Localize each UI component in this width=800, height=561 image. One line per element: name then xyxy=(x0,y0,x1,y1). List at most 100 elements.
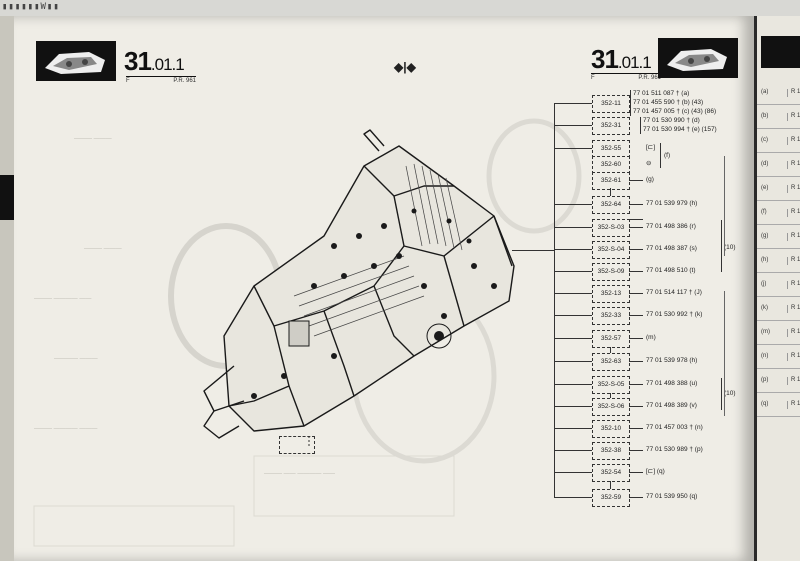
reference-text: 77 01 498 386 (r) xyxy=(646,223,696,230)
part-box: 352-38 xyxy=(592,442,630,460)
part-box: 352-10 xyxy=(592,420,630,438)
leader-line xyxy=(554,361,592,362)
reference-text: 77 01 530 989 † (p) xyxy=(646,446,703,453)
leader-line xyxy=(554,271,592,272)
ref-connector xyxy=(610,481,611,489)
ref-connector xyxy=(629,227,643,228)
ref-connector xyxy=(629,384,643,385)
index-row: (n)R 1 xyxy=(757,345,800,369)
section-meta-right: F P.R. 961 xyxy=(591,73,661,81)
index-row: (b)R 1 xyxy=(757,105,800,129)
reference-text: 77 01 530 990 † (d) xyxy=(643,117,700,124)
reference-text: 77 01 530 994 † (e) (157) xyxy=(643,126,717,133)
group-bracket xyxy=(719,220,722,272)
row-ref: R 1 xyxy=(787,401,800,409)
reference-text: 77 01 514 117 † (J) xyxy=(646,289,702,296)
section-sub: .01.1 xyxy=(617,53,652,72)
row-code: (c) xyxy=(761,137,768,143)
ref-connector xyxy=(629,271,643,272)
ghost-text: ——— ——— xyxy=(74,136,112,142)
part-box: 352-31 xyxy=(592,117,630,135)
margin-bracket xyxy=(724,156,725,256)
part-box: 352-S-03 xyxy=(592,219,630,237)
ghost-text: ——— —— ———— —— xyxy=(264,471,336,477)
row-ref: R 1 xyxy=(787,137,800,145)
reference-text: (m) xyxy=(646,334,656,341)
ref-connector xyxy=(629,315,643,316)
part-box: 352-S-05 xyxy=(592,376,630,394)
row-code: (m) xyxy=(761,329,770,335)
reference-text: [⊏] (q) xyxy=(646,468,665,475)
row-code: (d) xyxy=(761,161,769,167)
row-ref: R 1 xyxy=(787,209,800,217)
scan-top-strip: ▮▮▮▮▮▮W▮▮ xyxy=(0,0,800,16)
section-number-left: 31.01.1 xyxy=(124,46,185,77)
part-box: 352-59 xyxy=(592,489,630,507)
reference-text: 77 01 539 978 (h) xyxy=(646,357,698,364)
lang-code: F xyxy=(591,75,595,81)
reference-text: 77 01 457 005 † (c) (43) (86) xyxy=(633,108,717,115)
ref-connector xyxy=(629,219,643,220)
leader-line xyxy=(554,293,592,294)
group-label: (10) xyxy=(724,244,736,251)
reference-text: 77 01 498 510 (t) xyxy=(646,267,696,274)
reference-text: 77 01 498 387 (s) xyxy=(646,245,697,252)
row-ref: R 1 xyxy=(787,233,800,241)
ref-connector xyxy=(629,428,643,429)
index-row: (d) R 1 xyxy=(757,153,800,177)
margin-bracket xyxy=(724,291,725,416)
row-code: (n) xyxy=(761,353,769,359)
ref-connector xyxy=(629,472,643,473)
index-row: (c) R 1 xyxy=(757,129,800,153)
reference-text: 77 01 539 979 (h) xyxy=(646,200,698,207)
ref-connector xyxy=(629,180,643,181)
header-thumbnail-right xyxy=(658,38,738,78)
group-bracket xyxy=(719,378,722,410)
unnamed-part-placeholder xyxy=(279,436,315,454)
row-ref: R 1 xyxy=(787,161,800,169)
row-ref: R 1 xyxy=(787,89,800,97)
row-code: (f) xyxy=(761,209,767,215)
reference-text: 77 01 511 087 † (a) xyxy=(633,90,690,97)
leader-line xyxy=(554,406,592,407)
lang-code: F xyxy=(126,78,130,84)
leader-line xyxy=(554,497,592,498)
leader-line xyxy=(554,103,592,104)
reference-text: 77 01 457 003 † (n) xyxy=(646,424,703,431)
index-row: (p)R 1 xyxy=(757,369,800,393)
group-label: (f) xyxy=(664,152,671,159)
part-box: 352-S-09 xyxy=(592,263,630,281)
reference-text: 77 01 530 992 † (k) xyxy=(646,311,703,318)
section-main: 31 xyxy=(591,44,619,74)
ref-connector xyxy=(629,293,643,294)
row-code: (e) xyxy=(761,185,769,191)
index-row: (e)R 1 xyxy=(757,177,800,201)
adjacent-page: (a)R 1 (b)R 1 (c)R 1 (d)R 1 (e)R 1 (f)R … xyxy=(754,16,800,561)
leader-line xyxy=(554,472,592,473)
center-registration-mark: ◆|◆ xyxy=(394,60,416,74)
part-box: 352-64 xyxy=(592,196,630,214)
part-box: 352-S-06 xyxy=(592,398,630,416)
leader-line xyxy=(554,204,592,205)
reference-trunk-line xyxy=(554,103,555,498)
ref-connector xyxy=(610,393,611,398)
top-strip-text: ▮▮▮▮▮▮W▮▮ xyxy=(2,2,60,12)
ref-connector xyxy=(629,406,643,407)
part-box: 352-S-04 xyxy=(592,241,630,259)
bracket xyxy=(630,90,631,116)
book-spine xyxy=(0,16,14,561)
leader-line xyxy=(554,125,592,126)
gearbox-thumbnail-icon xyxy=(661,41,735,75)
part-box: 352-13 xyxy=(592,285,630,303)
leader-line xyxy=(554,450,592,451)
ghost-text: ——— ———— ——— xyxy=(34,426,98,432)
row-code: (q) xyxy=(761,401,769,407)
row-ref: R 1 xyxy=(787,329,800,337)
index-row: (h)R 1 xyxy=(757,249,800,273)
ghost-text: ——— ———— —— xyxy=(34,296,92,302)
section-number-right: 31.01.1 xyxy=(591,44,652,75)
part-box: 352-63 xyxy=(592,353,630,371)
edition-code: P.R. 961 xyxy=(638,75,661,81)
row-ref: R 1 xyxy=(787,281,800,289)
row-code: (k) xyxy=(761,305,768,311)
